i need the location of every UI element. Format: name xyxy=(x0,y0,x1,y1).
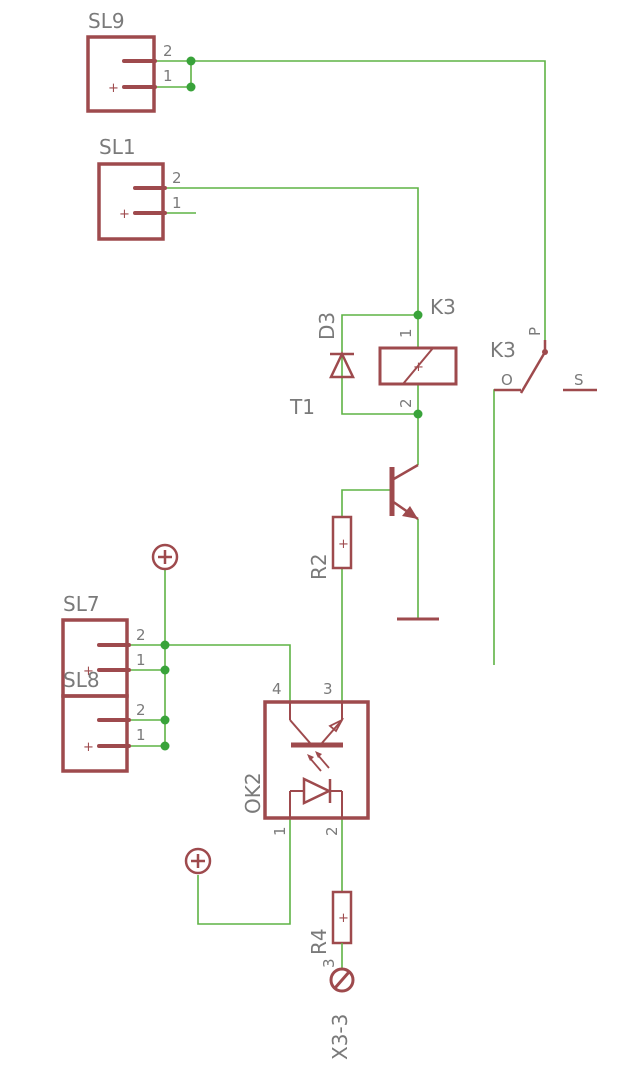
wire-sl9-pin1-stub xyxy=(155,61,192,88)
relay-k3-coil: K3 1 2 + xyxy=(378,295,458,408)
connector-sl9-name: SL9 xyxy=(88,9,125,33)
wires xyxy=(129,60,546,925)
connector-sl1: SL1 2 1 + xyxy=(97,135,182,241)
optocoupler-ok2-led-triangle xyxy=(302,777,332,805)
terminal-x3-slash xyxy=(333,971,351,989)
connector-sl7-plus-mark: + xyxy=(83,664,94,679)
resistor-r2-body xyxy=(331,515,353,570)
optocoupler-ok2-pin2-label: 2 xyxy=(323,826,341,836)
relay-k3-switch-o-label: O xyxy=(501,371,513,389)
relay-k3-switch-name: K3 xyxy=(490,338,516,362)
connector-sl9-pin2-label: 2 xyxy=(163,42,173,60)
connector-sl7-pin1-label: 1 xyxy=(136,651,146,669)
terminal-x3: 3 X3-3 xyxy=(320,958,355,1060)
wire-d3-loop xyxy=(341,314,418,415)
transistor-t1: T1 xyxy=(289,395,419,521)
terminal-x3-circle xyxy=(329,967,355,993)
relay-k3-switch-p-label: P xyxy=(526,327,544,336)
wire-ok2-pin1-to-plus xyxy=(197,818,291,925)
optocoupler-ok2-name: OK2 xyxy=(241,772,265,814)
supply-plus-bottom-circle xyxy=(184,847,212,875)
optocoupler-ok2-emitter-diag xyxy=(321,719,343,744)
connector-sl1-name: SL1 xyxy=(99,135,136,159)
junctions xyxy=(160,56,423,751)
wire-sl7-to-ok2 xyxy=(129,644,291,702)
resistor-r4: + R4 xyxy=(307,890,353,955)
connector-sl8-body xyxy=(61,694,129,773)
relay-k3-coil-body xyxy=(378,346,458,386)
connector-sl8-name: SL8 xyxy=(63,668,100,692)
diode-d3-triangle xyxy=(329,351,355,379)
wire-switch-o-down xyxy=(493,389,521,665)
optocoupler-ok2: OK2 4 3 1 2 xyxy=(241,680,370,836)
optocoupler-ok2-pin3-label: 3 xyxy=(323,680,333,698)
junction xyxy=(186,56,196,66)
transistor-t1-name: T1 xyxy=(289,395,315,419)
relay-k3-coil-name: K3 xyxy=(430,295,456,319)
resistor-r4-name: R4 xyxy=(307,928,331,955)
optocoupler-ok2-pin1-label: 1 xyxy=(271,826,289,836)
optocoupler-ok2-light-arrowhead xyxy=(307,754,314,761)
connector-sl8-pin1-label: 1 xyxy=(136,726,146,744)
wire-t1-base-to-r2 xyxy=(341,489,390,517)
junction xyxy=(413,310,423,320)
transistor-t1-emitter-arrow xyxy=(402,506,418,519)
terminal-x3-name: X3-3 xyxy=(328,1014,352,1060)
resistor-r2-plus-mark: + xyxy=(338,537,349,552)
transistor-t1-collector xyxy=(391,463,419,482)
connector-sl9-pin1-label: 1 xyxy=(163,67,173,85)
terminal-x3-pin-label: 3 xyxy=(320,958,338,968)
optocoupler-ok2-body xyxy=(263,700,370,820)
connector-sl8-pin2-label: 2 xyxy=(136,701,146,719)
connector-sl8-plus-mark: + xyxy=(83,740,94,755)
supply-plus-top xyxy=(151,543,179,571)
connector-sl8: SL8 2 1 + xyxy=(61,668,146,773)
wire-sl9-pin2-to-switch-p xyxy=(155,60,546,340)
connector-sl1-pin1-label: 1 xyxy=(172,194,182,212)
relay-k3-coil-plus-mark: + xyxy=(413,360,424,375)
junction xyxy=(160,665,170,675)
wire-sl1-pin2-to-k3 xyxy=(165,187,419,348)
optocoupler-ok2-collector-diag xyxy=(289,719,311,744)
resistor-r4-plus-mark: + xyxy=(338,911,349,926)
junction xyxy=(160,715,170,725)
resistor-r2: + R2 xyxy=(307,515,353,580)
connector-sl1-plus-mark: + xyxy=(119,207,130,222)
optocoupler-ok2-emitter-arrow xyxy=(328,717,345,733)
resistor-r2-name: R2 xyxy=(307,553,331,580)
junction xyxy=(160,741,170,751)
optocoupler-ok2-pin4-label: 4 xyxy=(272,680,282,698)
connector-sl9-plus-mark: + xyxy=(108,81,119,96)
supply-plus-top-circle xyxy=(151,543,179,571)
optocoupler-ok2-light-arrowhead xyxy=(315,751,322,758)
relay-k3-coil-diagonal xyxy=(402,347,434,385)
relay-k3-coil-pin1-label: 1 xyxy=(397,328,415,338)
junction xyxy=(160,640,170,650)
connector-sl7: SL7 2 1 + xyxy=(61,592,146,698)
connector-sl9: SL9 2 1 + xyxy=(86,9,173,113)
relay-k3-switch-blade xyxy=(519,351,547,394)
relay-k3-switch-s-label: S xyxy=(574,371,584,389)
connector-sl1-body xyxy=(97,162,165,241)
connector-sl7-pin2-label: 2 xyxy=(136,626,146,644)
connector-sl1-pin2-label: 2 xyxy=(172,169,182,187)
junction xyxy=(413,409,423,419)
relay-k3-coil-pin2-label: 2 xyxy=(397,398,415,408)
diode-d3-name: D3 xyxy=(315,312,339,340)
diode-d3: D3 xyxy=(315,312,355,379)
junction xyxy=(186,82,196,92)
connector-sl7-name: SL7 xyxy=(63,592,100,616)
connector-sl9-body xyxy=(86,35,156,113)
relay-k3-switch: K3 P O S xyxy=(490,327,597,394)
supply-plus-bottom xyxy=(184,847,212,875)
